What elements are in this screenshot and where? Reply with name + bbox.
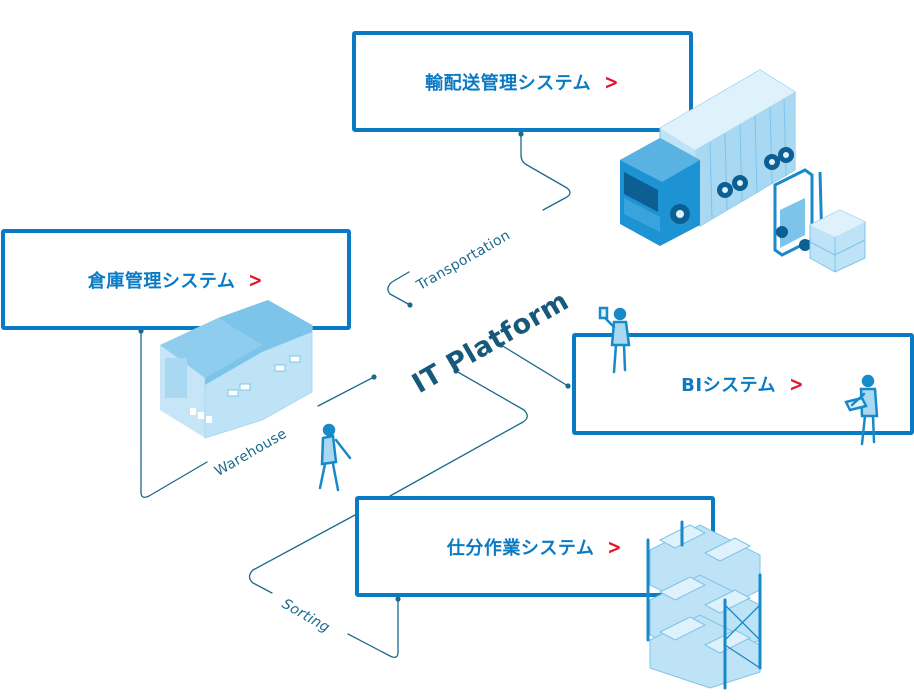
warehouse-connector-line xyxy=(140,330,208,498)
sorting-system-label: 仕分作業システム xyxy=(446,537,595,559)
warehouse-system-label: 倉庫管理システム xyxy=(87,270,236,292)
transport-system-label: 輸配送管理システム xyxy=(425,72,592,94)
transport-connector-line xyxy=(520,133,571,211)
connector-dot xyxy=(395,596,401,602)
connector-dot xyxy=(565,383,571,389)
bi-connector-line xyxy=(500,344,569,387)
sorting-connector-line-left xyxy=(248,514,356,594)
bi-system-link[interactable]: BIシステム > xyxy=(572,333,914,435)
transport-connector-line-lower xyxy=(387,271,411,306)
warehouse-system-link[interactable]: 倉庫管理システム > xyxy=(1,229,351,330)
connector-dot xyxy=(407,302,413,308)
sorting-connector-line-lower xyxy=(347,598,399,658)
connector-dot xyxy=(453,368,459,374)
warehouse-connector-line-upper xyxy=(317,376,375,407)
connector-dot xyxy=(518,131,524,137)
sorting-system-link[interactable]: 仕分作業システム > xyxy=(355,496,715,597)
connector-dot xyxy=(498,342,504,348)
chevron-right-icon: > xyxy=(604,69,619,94)
chevron-right-icon: > xyxy=(248,267,263,292)
connector-dot xyxy=(371,374,377,380)
bi-system-label: BIシステム xyxy=(681,375,777,396)
transport-system-link[interactable]: 輸配送管理システム > xyxy=(352,31,693,132)
sorting-connector-line-upper xyxy=(389,370,528,497)
chevron-right-icon: > xyxy=(789,372,804,396)
chevron-right-icon: > xyxy=(607,534,622,559)
